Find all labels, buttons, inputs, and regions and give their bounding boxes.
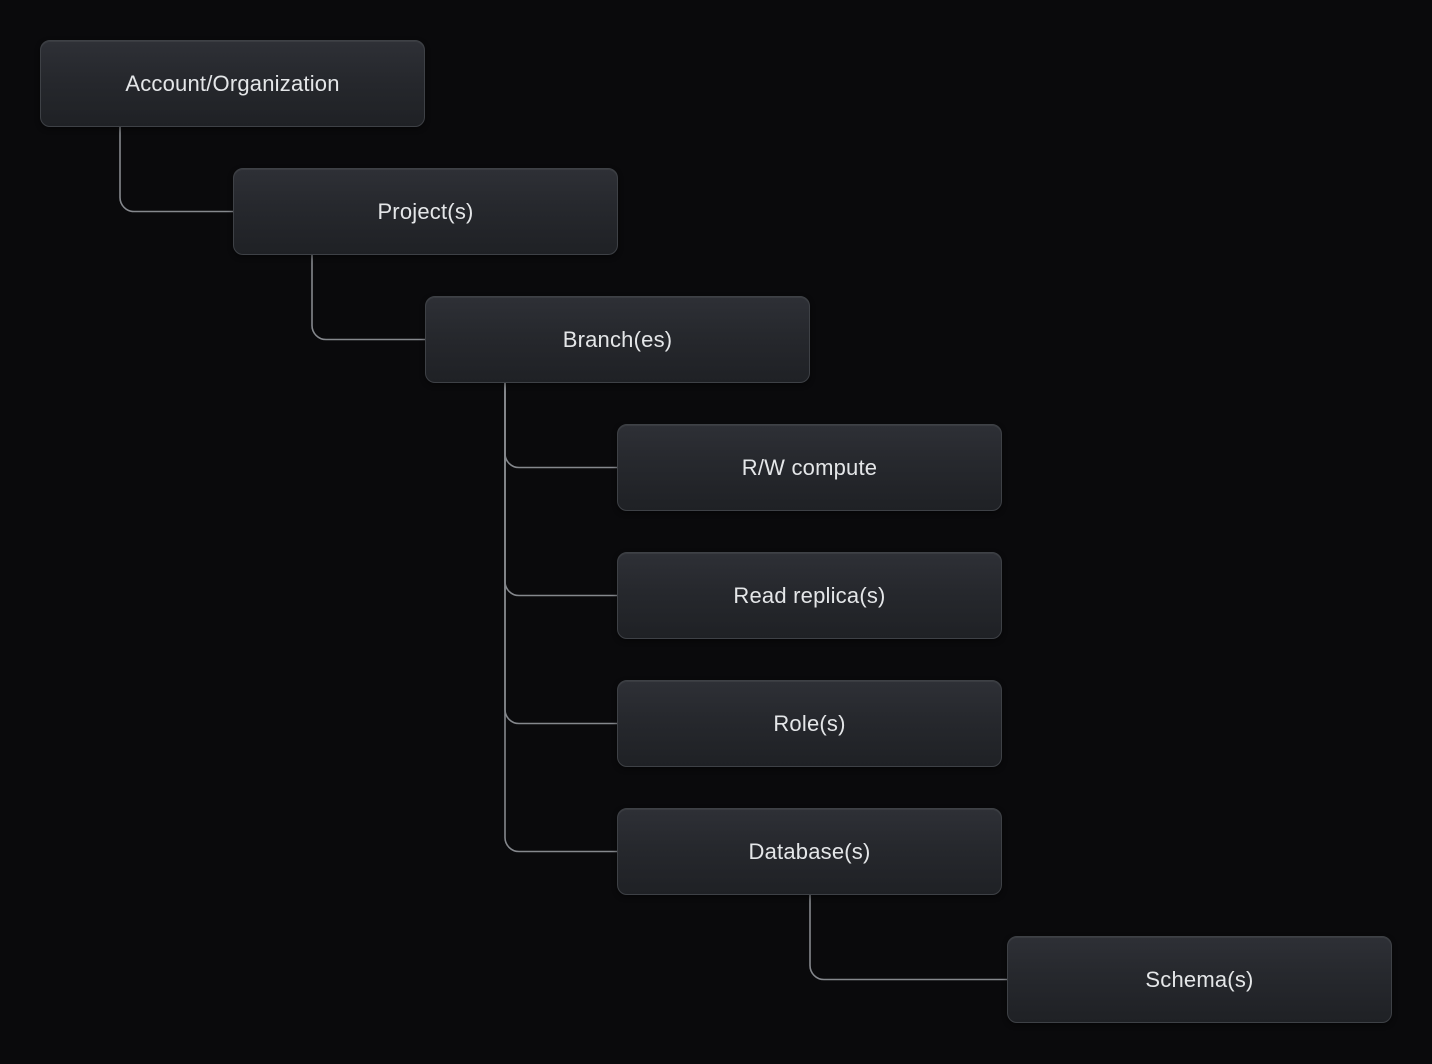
node-label-databases: Database(s) — [748, 838, 871, 864]
connector-account-to-projects — [119, 127, 233, 213]
node-label-roles: Role(s) — [773, 710, 846, 736]
node-label-projects: Project(s) — [377, 198, 474, 224]
connector-branches-to-read-replicas — [504, 383, 617, 597]
connector-branches-to-databases — [504, 383, 617, 853]
connector-branches-to-rw-compute — [504, 383, 617, 469]
connector-databases-to-schemas — [809, 895, 1007, 981]
node-account: Account/Organization — [40, 40, 425, 127]
node-roles: Role(s) — [617, 680, 1002, 767]
node-label-rw-compute: R/W compute — [741, 454, 878, 480]
node-read-replicas: Read replica(s) — [617, 552, 1002, 639]
connector-branches-to-roles — [504, 383, 617, 725]
node-label-branches: Branch(es) — [562, 326, 673, 352]
node-projects: Project(s) — [233, 168, 618, 255]
node-branches: Branch(es) — [425, 296, 810, 383]
node-rw-compute: R/W compute — [617, 424, 1002, 511]
node-label-account: Account/Organization — [125, 70, 340, 96]
connector-projects-to-branches — [311, 255, 425, 341]
node-label-read-replicas: Read replica(s) — [733, 582, 886, 608]
node-schemas: Schema(s) — [1007, 936, 1392, 1023]
node-databases: Database(s) — [617, 808, 1002, 895]
node-label-schemas: Schema(s) — [1145, 966, 1254, 992]
